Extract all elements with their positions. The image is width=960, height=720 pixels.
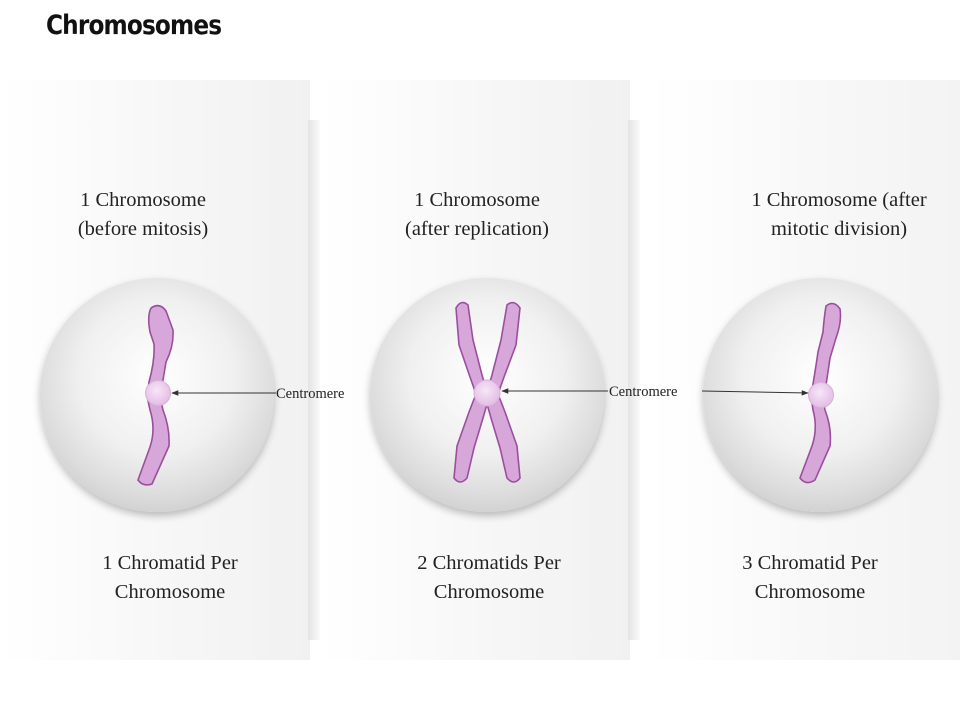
panel-divider-2 [628, 120, 640, 640]
centromere-arrow-2-right [701, 390, 809, 396]
page-title: Chromosomes [46, 10, 222, 41]
centromere-1 [145, 380, 171, 406]
panel-divider-1 [308, 120, 320, 640]
panel-1-bottom-label: 1 Chromatid Per Chromosome [102, 552, 238, 603]
centromere-label-2: Centromere [609, 384, 677, 400]
centromere-3 [808, 382, 834, 408]
panel-1-top-label: 1 Chromosome (before mitosis) [77, 189, 209, 240]
single-chromatid-chromosome-1 [137, 304, 174, 486]
panel-3-bottom-label: 3 Chromatid Per Chromosome [742, 552, 878, 603]
panel-2-bottom-label: 2 Chromatids Per Chromosome [417, 552, 561, 603]
centromere-2 [473, 379, 501, 407]
centromere-label-1: Centromere [276, 386, 344, 402]
replicated-chromosome-2 [453, 301, 521, 483]
single-chromatid-chromosome-3 [799, 302, 842, 484]
panel-3-top-label: 1 Chromosome (after mitotic division) [751, 189, 927, 240]
panel-2-top-label: 1 Chromosome (after replication) [405, 189, 549, 240]
